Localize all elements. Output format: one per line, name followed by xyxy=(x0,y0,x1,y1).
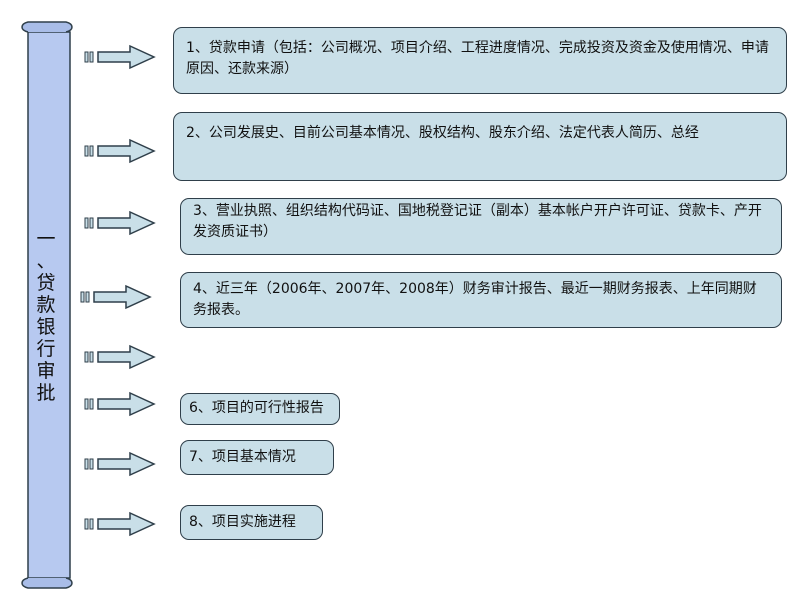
item-box-2: 2、公司发展史、目前公司基本情况、股权结构、股东介绍、法定代表人简历、总经 xyxy=(173,112,787,181)
item-box-3: 3、营业执照、组织结构代码证、国地税登记证（副本）基本帐户开户许可证、贷款卡、产… xyxy=(180,198,782,255)
scroll-title-char: 审 xyxy=(36,360,56,382)
scroll-title-char: 银 xyxy=(36,316,56,338)
item-box-7: 7、项目基本情况 xyxy=(180,440,334,475)
scroll-title-char: 批 xyxy=(36,382,56,404)
arrow-right-icon xyxy=(84,344,156,370)
item-text: 8、项目实施进程 xyxy=(189,514,296,530)
item-box-4: 4、近三年（2006年、2007年、2008年）财务审计报告、最近一期财务报表、… xyxy=(180,272,782,328)
arrow-right-icon xyxy=(84,511,156,537)
item-text: 1、贷款申请（包括：公司概况、项目介绍、工程进度情况、完成投资及资金及使用情况、… xyxy=(186,40,769,77)
scroll-title-char: 一 xyxy=(36,228,56,250)
item-text: 2、公司发展史、目前公司基本情况、股权结构、股东介绍、法定代表人简历、总经 xyxy=(186,125,699,141)
arrow-right-icon xyxy=(80,284,152,310)
scroll-title-char: 行 xyxy=(36,338,56,360)
scroll-title-char: 款 xyxy=(36,294,56,316)
arrow-right-icon xyxy=(84,44,156,70)
arrow-right-icon xyxy=(84,138,156,164)
scroll-title: 一 、 贷 款 银 行 审 批 xyxy=(28,228,64,404)
arrow-right-icon xyxy=(84,210,156,236)
item-box-6: 6、项目的可行性报告 xyxy=(180,393,340,425)
item-text: 4、近三年（2006年、2007年、2008年）财务审计报告、最近一期财务报表、… xyxy=(193,281,757,318)
arrow-right-icon xyxy=(84,391,156,417)
arrow-right-icon xyxy=(84,451,156,477)
item-box-8: 8、项目实施进程 xyxy=(180,505,323,540)
item-text: 7、项目基本情况 xyxy=(189,449,296,465)
item-text: 3、营业执照、组织结构代码证、国地税登记证（副本）基本帐户开户许可证、贷款卡、产… xyxy=(193,203,762,240)
scroll-title-char: 、 xyxy=(36,250,56,272)
scroll-title-char: 贷 xyxy=(36,272,56,294)
item-box-1: 1、贷款申请（包括：公司概况、项目介绍、工程进度情况、完成投资及资金及使用情况、… xyxy=(173,27,787,94)
item-text: 6、项目的可行性报告 xyxy=(189,400,324,416)
